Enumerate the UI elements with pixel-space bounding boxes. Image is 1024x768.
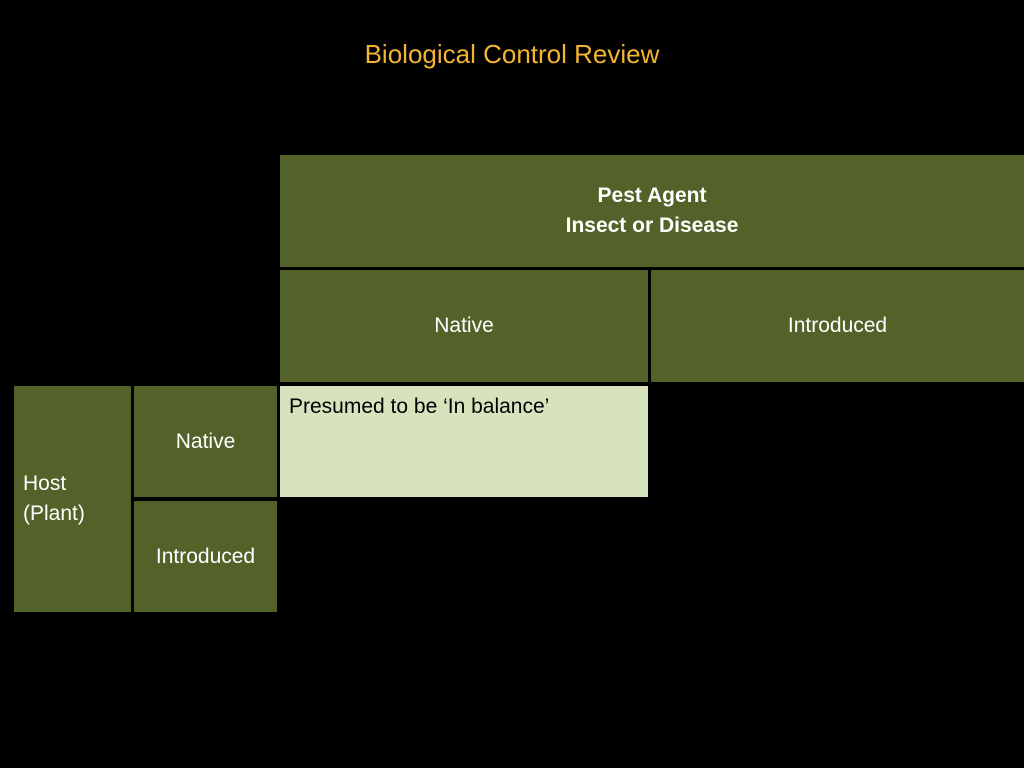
column-header-native: Native xyxy=(280,270,648,382)
slide-title: Biological Control Review xyxy=(364,39,660,69)
host-label: Host xyxy=(23,472,67,495)
column-header-introduced: Introduced xyxy=(651,270,1024,382)
insect-or-disease-label: Insect or Disease xyxy=(565,214,739,237)
plant-label: (Plant) xyxy=(23,502,85,525)
row-native-label: Native xyxy=(175,429,236,453)
row-introduced-label: Introduced xyxy=(155,544,256,568)
column-native-label: Native xyxy=(434,314,494,337)
host-plant-header: Host (Plant) xyxy=(14,386,131,612)
in-balance-text: Presumed to be ‘In balance’ xyxy=(289,395,550,418)
row-header-introduced: Introduced xyxy=(134,501,277,612)
column-introduced-label: Introduced xyxy=(787,314,888,337)
pest-agent-label: Pest Agent xyxy=(597,184,707,207)
row-header-native: Native xyxy=(134,386,277,497)
native-native-cell: Presumed to be ‘In balance’ xyxy=(280,386,648,497)
pest-agent-header: Pest Agent Insect or Disease xyxy=(280,155,1024,267)
